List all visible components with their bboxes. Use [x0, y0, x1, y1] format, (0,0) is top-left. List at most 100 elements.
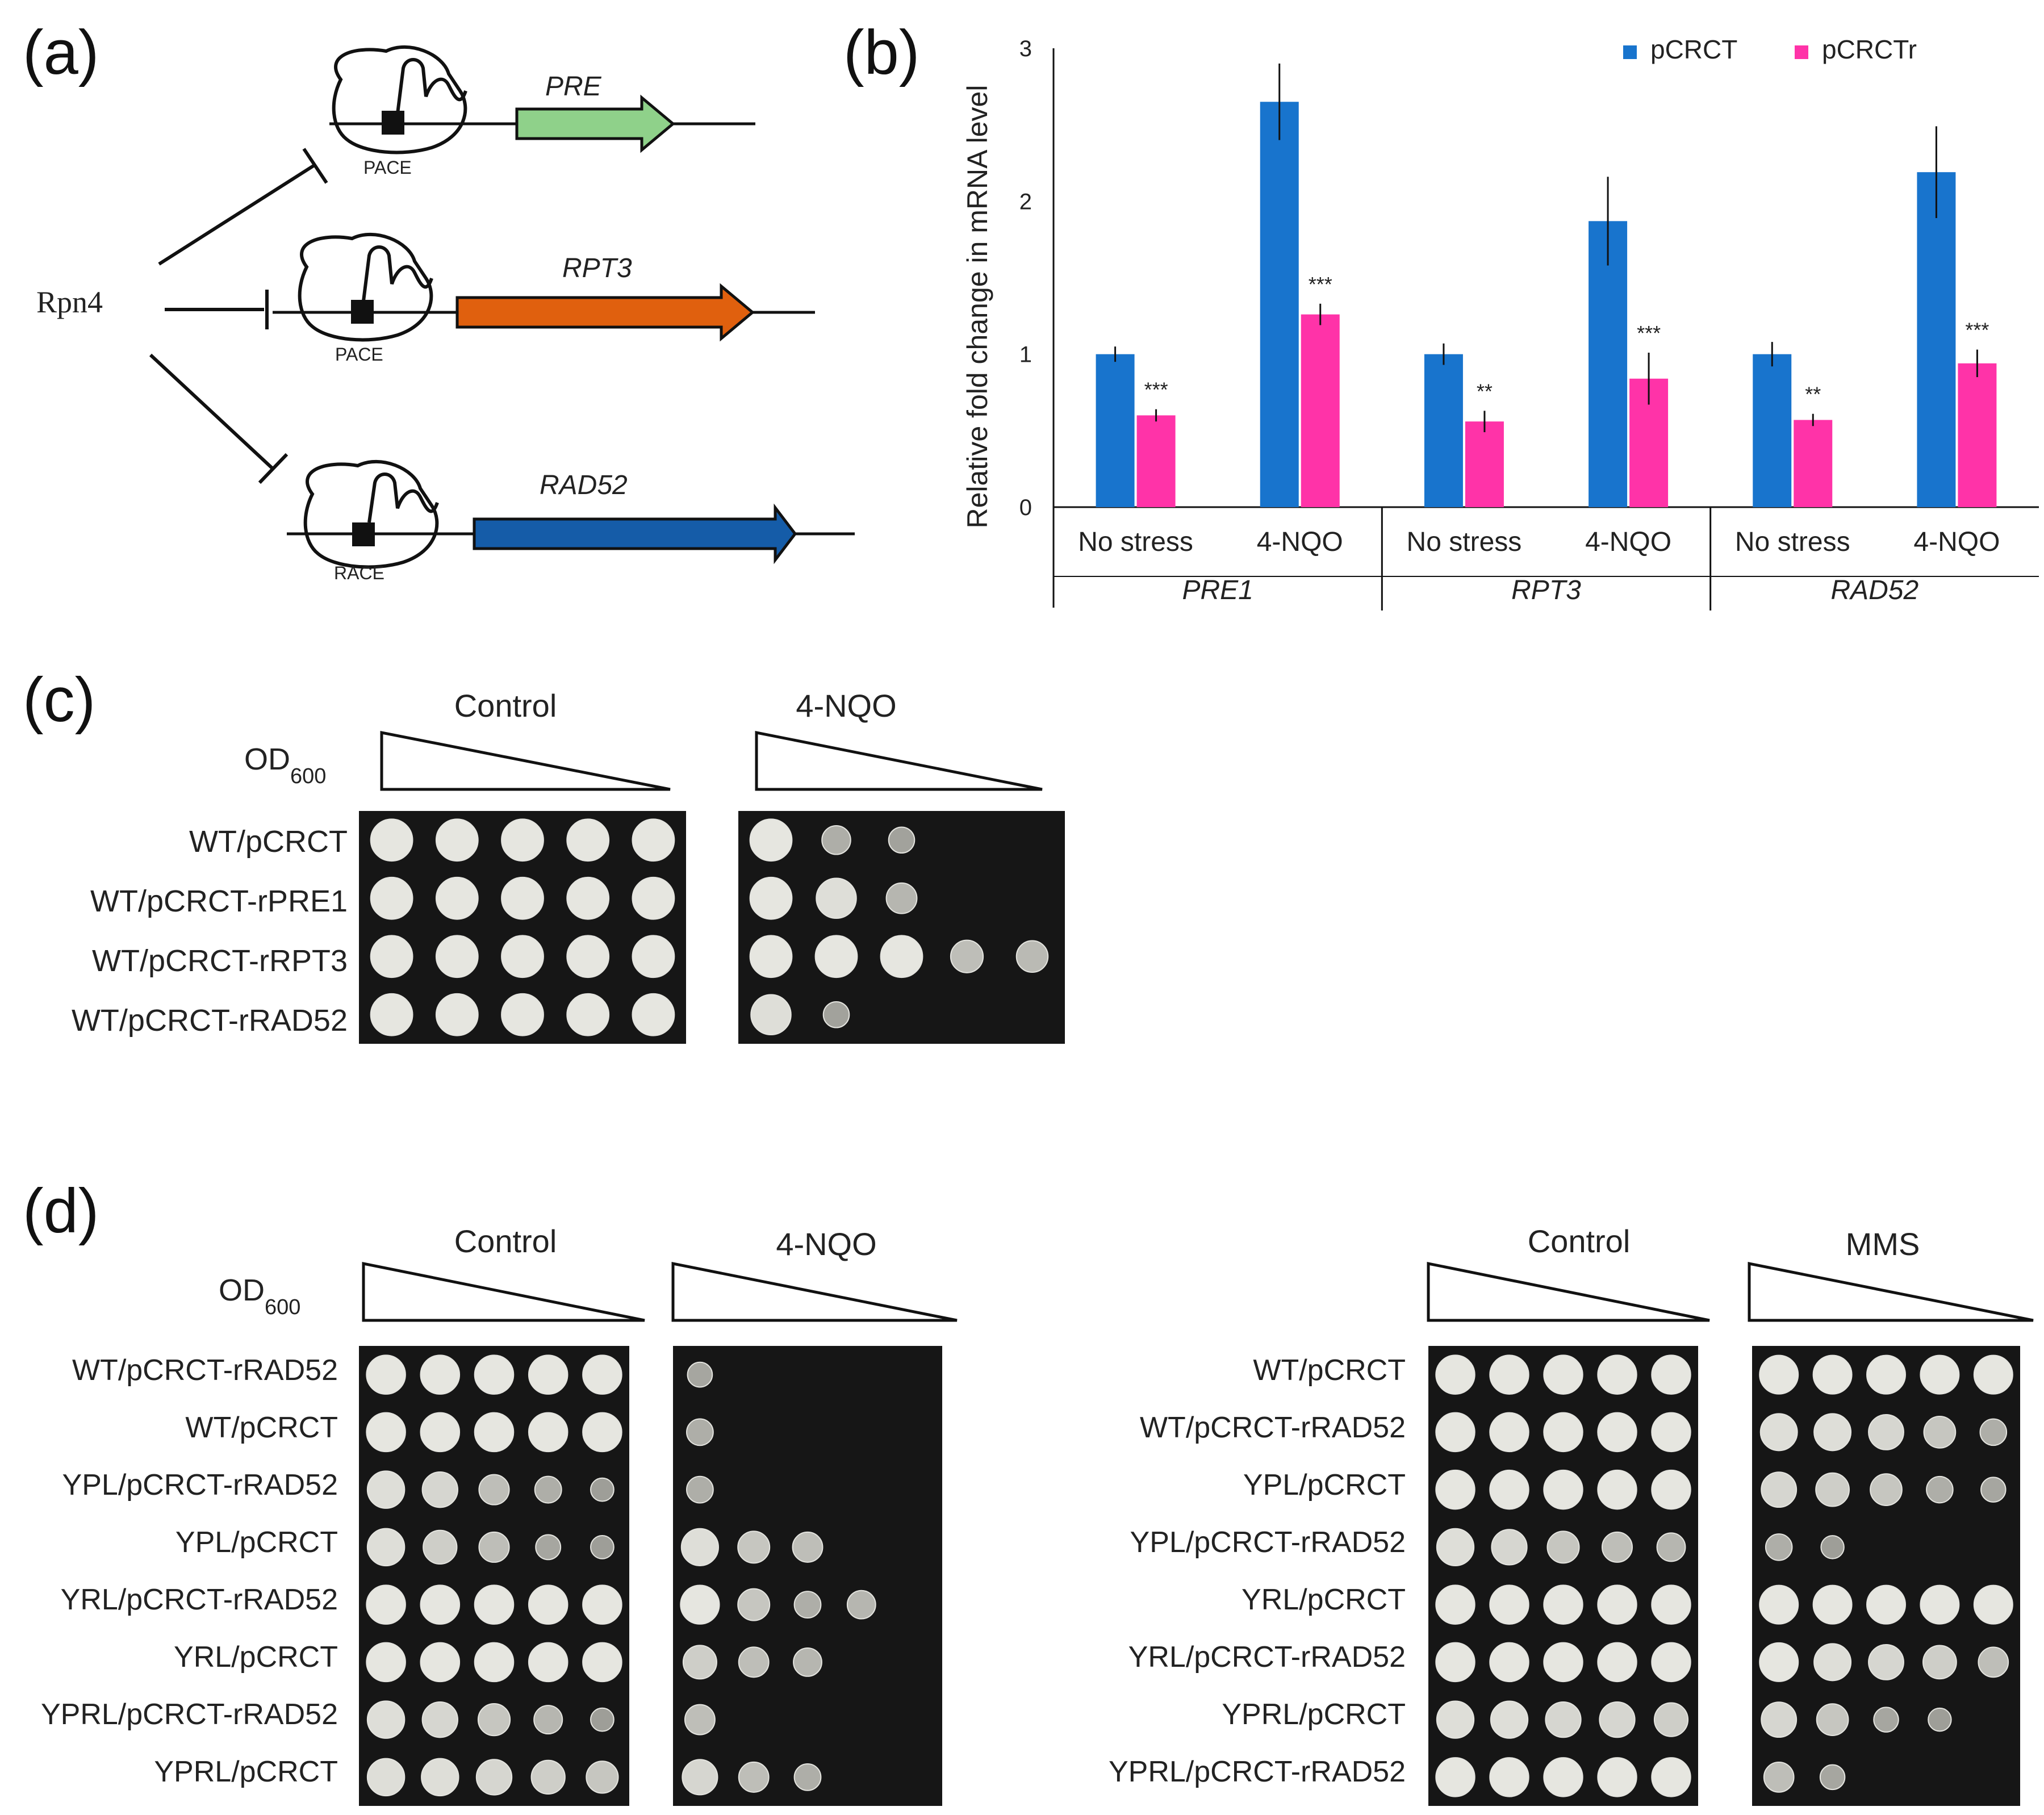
yeast-spot	[1435, 1642, 1475, 1683]
plate-c-4nqo	[738, 811, 1065, 1044]
condition-label-control: Control	[454, 688, 557, 724]
yeast-spot	[590, 1477, 615, 1502]
dilution-wedge-right-control	[1427, 1261, 1710, 1322]
strain-label: YPRL/pCRCT-rRAD52	[41, 1698, 338, 1731]
element-label: RACE	[334, 563, 384, 583]
gene-construct-rpt3: PACE RPT3	[273, 232, 815, 365]
yeast-spot	[1543, 1584, 1583, 1625]
yeast-spot	[792, 1531, 824, 1563]
y-tick-label: 0	[1019, 495, 1032, 520]
significance-label: **	[1477, 379, 1493, 403]
yeast-spot	[888, 826, 916, 854]
legend-swatch-pcrctr	[1795, 45, 1808, 59]
yeast-spot	[501, 818, 544, 862]
gene-arrow-rad52	[473, 503, 797, 564]
yeast-spot	[1812, 1354, 1853, 1395]
row-labels-left: WT/pCRCT-rRAD52WT/pCRCTYPL/pCRCT-rRAD52Y…	[41, 1354, 338, 1788]
yeast-spot	[1489, 1584, 1529, 1625]
yeast-spot	[1597, 1584, 1637, 1625]
strain-label: WT/pCRCT-rRAD52	[1140, 1411, 1406, 1444]
bar-pcrct-4	[1753, 354, 1792, 507]
yeast-spot	[738, 1761, 770, 1793]
group-label: PRE1	[1182, 575, 1253, 605]
yeast-spot	[1546, 1530, 1580, 1564]
category-label: 4-NQO	[1585, 527, 1671, 557]
yeast-spot	[366, 1412, 406, 1453]
bar-pcrctr-1	[1301, 314, 1340, 507]
yeast-spot	[566, 818, 610, 862]
yeast-spot	[880, 935, 923, 978]
yeast-spot	[582, 1412, 622, 1453]
yeast-spot	[1545, 1701, 1582, 1738]
yeast-spot	[423, 1529, 458, 1565]
yeast-spot	[1599, 1701, 1636, 1738]
yeast-spot	[421, 1758, 459, 1797]
element-label: PACE	[363, 157, 412, 178]
yeast-spot	[366, 1528, 406, 1567]
od-label: OD600	[219, 1273, 300, 1319]
strain-label: YRL/pCRCT	[174, 1641, 338, 1674]
yeast-spot	[1651, 1642, 1691, 1683]
yeast-spot	[435, 818, 479, 862]
bar-pcrct-3	[1589, 221, 1628, 507]
yeast-spot	[1489, 1412, 1529, 1453]
strain-label: YPRL/pCRCT	[154, 1755, 338, 1788]
yeast-spot	[1653, 1702, 1689, 1737]
yeast-spot	[632, 818, 675, 862]
strain-label: YPRL/pCRCT-rRAD52	[1109, 1755, 1406, 1788]
panel-c: (c) Control 4-NQO OD600 WT/pCRCTWT/pCRCT…	[23, 665, 1065, 1044]
yeast-spot	[421, 1701, 458, 1738]
yeast-spot	[501, 935, 544, 978]
yeast-spot	[366, 1470, 406, 1509]
panel-a: (a) Rpn4 PACE PRE PACE RPT3	[23, 18, 855, 583]
yeast-spot	[590, 1707, 615, 1732]
yeast-spot	[528, 1354, 569, 1395]
inhibition-line-rad52	[149, 353, 274, 470]
significance-label: **	[1805, 383, 1821, 406]
group-label: RPT3	[1511, 575, 1581, 605]
yeast-spot	[737, 1530, 771, 1564]
yeast-spot	[1926, 1475, 1954, 1504]
yeast-spot	[793, 1763, 822, 1791]
yeast-spot	[950, 939, 984, 973]
yeast-spot	[1436, 1700, 1475, 1739]
plate-d-left-4nqo	[673, 1346, 942, 1806]
yeast-spot	[420, 1642, 461, 1683]
yeast-spot	[682, 1645, 717, 1680]
dilution-wedge-left-control	[362, 1261, 645, 1322]
yeast-spot	[435, 935, 479, 978]
od-label: OD600	[244, 742, 326, 788]
bar-pcrct-1	[1260, 102, 1299, 507]
yeast-spot	[680, 1528, 719, 1566]
yeast-spot	[885, 882, 918, 914]
strain-label: YRL/pCRCT-rRAD52	[1128, 1641, 1406, 1674]
strain-label: WT/pCRCT	[189, 825, 348, 859]
y-tick-label: 1	[1019, 342, 1032, 367]
yeast-spot	[474, 1642, 515, 1683]
strain-label: YPL/pCRCT	[175, 1526, 338, 1559]
legend-label-pcrct: pCRCT	[1650, 35, 1737, 64]
strain-label: YRL/pCRCT	[1242, 1583, 1406, 1616]
condition-label-right-mms: MMS	[1846, 1226, 1920, 1262]
yeast-spot	[420, 1412, 461, 1453]
panel-d-label: (d)	[23, 1176, 99, 1246]
rpn4-label: Rpn4	[36, 285, 103, 319]
yeast-spot	[582, 1584, 622, 1625]
strain-label: WT/pCRCT-rRAD52	[72, 1354, 338, 1387]
condition-label-4nqo: 4-NQO	[796, 688, 896, 724]
yeast-spot	[1601, 1531, 1633, 1563]
yeast-spot	[1597, 1469, 1637, 1510]
legend: pCRCT pCRCTr	[1623, 35, 1917, 64]
yeast-spot	[1597, 1757, 1637, 1797]
yeast-spot	[1920, 1354, 1960, 1395]
condition-label-right-control: Control	[1528, 1223, 1631, 1259]
yeast-spot	[478, 1531, 510, 1563]
yeast-spot	[1813, 1413, 1852, 1452]
yeast-spot	[475, 1759, 513, 1796]
yeast-spot	[534, 1475, 562, 1504]
yeast-spot	[474, 1584, 515, 1625]
yeast-spot	[530, 1759, 566, 1795]
yeast-spot	[1870, 1473, 1903, 1506]
yeast-spot	[533, 1705, 563, 1735]
strain-label: YRL/pCRCT-rRAD52	[61, 1583, 338, 1616]
